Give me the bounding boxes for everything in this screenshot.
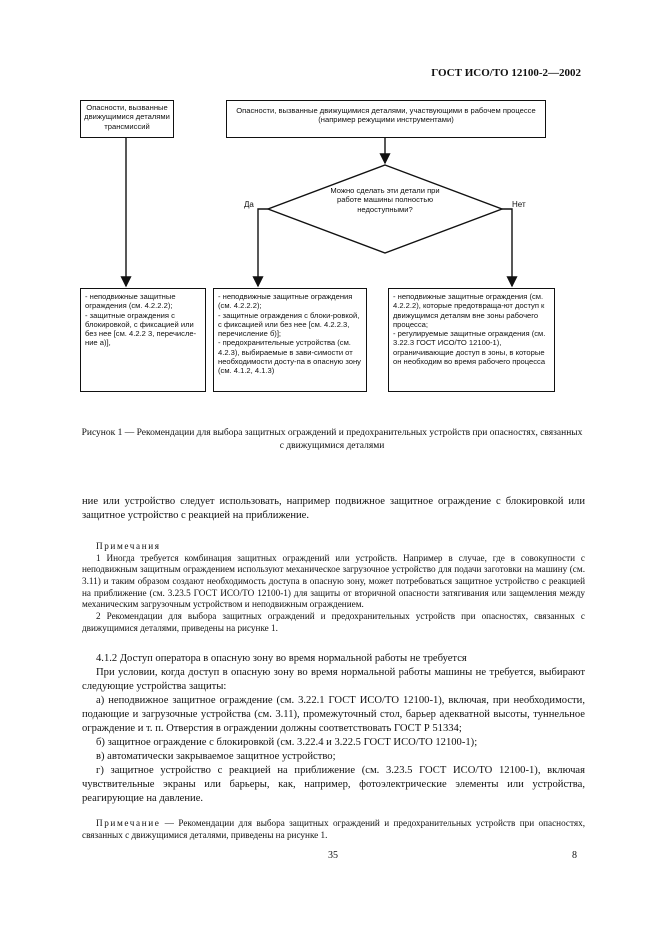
- box-transmission-hazards: Опасности, вызванные движущимися деталям…: [80, 100, 174, 138]
- para-cont-text: ние или устройство следует использовать,…: [82, 496, 585, 521]
- result1-item: - защитные ограждения с блокировкой, с ф…: [85, 310, 197, 348]
- item-c: в) автоматически закрываемое защитное ус…: [96, 750, 336, 762]
- arrow-no-branch: [502, 208, 518, 288]
- label-no: Нет: [512, 200, 526, 209]
- item-a: а) неподвижное защитное ограждение (см. …: [82, 694, 585, 734]
- result3-item: - неподвижные защитные ограждения (см. 4…: [393, 292, 545, 329]
- item-b: б) защитное ограждение с блокировкой (см…: [96, 736, 478, 748]
- box-result-no: - неподвижные защитные ограждения (см. 4…: [388, 288, 555, 392]
- result2-item: - неподвижные защитные ограждения (см. 4…: [218, 292, 353, 311]
- arrow-yes-branch: [252, 208, 268, 288]
- result1-item: - неподвижные защитные ограждения (см. 4…: [85, 292, 176, 311]
- final-note-text: — Рекомендации для выбора защитных ограж…: [82, 818, 585, 840]
- notes-block: Примечания 1 Иногда требуется комбинация…: [82, 541, 585, 635]
- box-working-hazards: Опасности, вызванные движущимися деталям…: [226, 100, 546, 138]
- figure-caption: Рисунок 1 — Рекомендации для выбора защи…: [81, 428, 583, 451]
- box-result-yes: - неподвижные защитные ограждения (см. 4…: [213, 288, 367, 392]
- final-note: Примечание — Рекомендации для выбора защ…: [82, 818, 585, 841]
- sheet-number: 8: [572, 850, 577, 861]
- section-title: 4.1.2 Доступ оператора в опасную зону во…: [96, 653, 467, 664]
- final-note-label: Примечание: [96, 818, 161, 828]
- box-result-transmission: - неподвижные защитные ограждения (см. 4…: [80, 288, 206, 392]
- decision-text: Можно сделать эти детали при работе маши…: [330, 186, 440, 214]
- result2-item: - предохранительные устройства (см. 4.2.…: [218, 338, 361, 375]
- note-2: 2 Рекомендации для выбора защитных ограж…: [82, 611, 585, 633]
- page-number: 35: [328, 850, 338, 861]
- section-4-1-2: 4.1.2 Доступ оператора в опасную зону во…: [82, 652, 585, 806]
- paragraph-continuation: ние или устройство следует использовать,…: [82, 495, 585, 523]
- result3-item: - регулируемые защитные ограждения (см. …: [393, 329, 546, 366]
- section-intro: При условии, когда доступ в опасную зону…: [82, 666, 585, 692]
- flowchart-connectors: [120, 137, 518, 288]
- decision-diamond: [266, 164, 504, 254]
- result2-item: - защитные ограждения с блоки-ровкой, с …: [218, 310, 360, 339]
- label-yes: Да: [244, 200, 254, 209]
- note-1: 1 Иногда требуется комбинация защитных о…: [82, 552, 585, 610]
- document-header: ГОСТ ИСО/ТО 12100-2—2002: [431, 67, 581, 79]
- item-d: г) защитное устройство с реакцией на при…: [82, 764, 585, 804]
- notes-title: Примечания: [96, 541, 161, 551]
